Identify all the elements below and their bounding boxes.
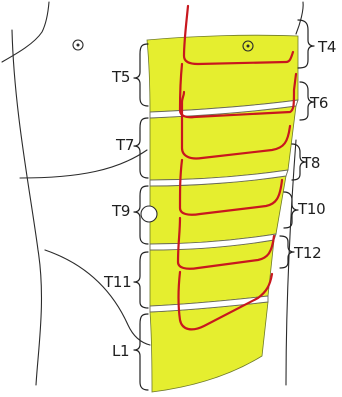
label-t10: T10 bbox=[297, 200, 325, 218]
label-t5: T5 bbox=[111, 68, 130, 86]
label-l1: L1 bbox=[112, 342, 129, 360]
nipple-icon-left bbox=[73, 40, 83, 50]
bracket-t11 bbox=[134, 252, 148, 308]
label-t9: T9 bbox=[111, 202, 130, 220]
label-t7: T7 bbox=[115, 136, 134, 154]
label-t4: T4 bbox=[317, 38, 336, 56]
dermatome-band-upper bbox=[147, 35, 298, 112]
bracket-t7 bbox=[134, 118, 148, 178]
bracket-l1 bbox=[134, 314, 148, 390]
dermatome-band-l1 bbox=[150, 302, 268, 392]
label-t6: T6 bbox=[309, 94, 328, 112]
label-t12: T12 bbox=[293, 244, 321, 262]
label-t8: T8 bbox=[301, 154, 320, 172]
dermatome-bands bbox=[147, 35, 298, 392]
bracket-t5 bbox=[134, 44, 148, 106]
nipple-icon-right bbox=[243, 41, 253, 51]
label-t11: T11 bbox=[103, 273, 131, 291]
bracket-t4 bbox=[298, 20, 314, 68]
umbilicus-icon bbox=[141, 206, 157, 222]
bracket-t12 bbox=[280, 236, 294, 268]
